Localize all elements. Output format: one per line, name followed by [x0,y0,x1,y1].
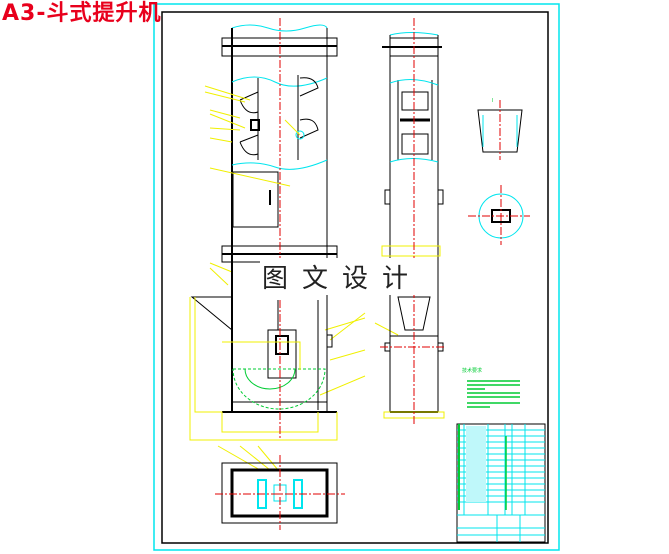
outer-frame [153,3,560,551]
detail-views: I 技术要求 [462,98,524,408]
title-block [456,423,546,543]
side-view-upper [381,32,444,262]
svg-text:技术要求: 技术要求 [462,367,482,374]
front-view-upper [221,24,338,263]
leader-lines [204,85,399,471]
inner-frame [161,11,549,544]
front-view-lower [189,262,338,441]
drawing-title: A3-斗式提升机 [2,1,162,26]
svg-text:I: I [492,98,493,104]
center-lines [215,18,530,530]
watermark: 图文设计 [260,258,425,295]
